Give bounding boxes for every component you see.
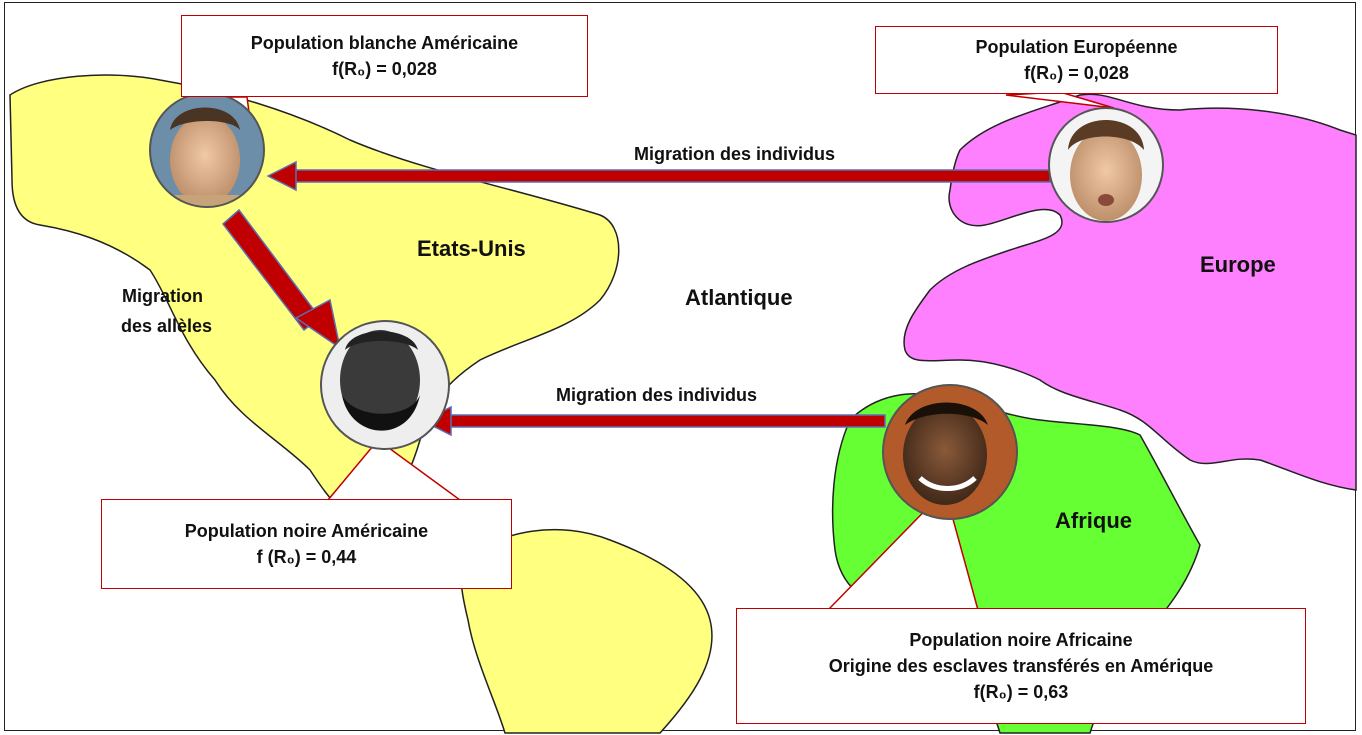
- callout-black-african: Population noire Africaine Origine des e…: [736, 608, 1306, 724]
- callout-black-african-value: f(R₀) = 0,63: [973, 682, 1069, 703]
- callout-european-value: f(R₀) = 0,028: [1024, 63, 1129, 83]
- callout-white-american-title: Population blanche Américaine: [250, 32, 519, 53]
- label-migration-europe: Migration des individus: [634, 144, 836, 164]
- arrow-africa-to-usa: [421, 405, 886, 437]
- avatar-black-african: [882, 384, 1018, 520]
- callout-black-american-title: Population noire Américaine: [184, 520, 429, 541]
- callout-white-american: Population blanche Américaine f(R₀) = 0,…: [181, 15, 588, 97]
- callout-european-title: Population Européenne: [975, 36, 1178, 57]
- label-europe: Europe: [1200, 252, 1276, 277]
- callout-black-african-title: Population noire Africaine: [909, 629, 1133, 650]
- label-migration-alleles-1: Migration: [122, 286, 203, 306]
- label-africa: Afrique: [1055, 508, 1132, 533]
- north-america-shape: [9, 74, 620, 523]
- callout-black-american-value: f (R₀) = 0,44: [256, 547, 357, 567]
- callout-black-american: Population noire Américaine f (R₀) = 0,4…: [101, 499, 512, 589]
- avatar-black-american: [320, 320, 450, 450]
- avatar-european: [1048, 107, 1164, 223]
- label-migration-alleles-2: des allèles: [121, 316, 213, 336]
- south-america-shape: [460, 528, 713, 734]
- label-migration-africa: Migration des individus: [556, 385, 758, 405]
- arrow-allele-migration: [221, 208, 342, 350]
- label-atlantic: Atlantique: [685, 285, 793, 310]
- label-usa: Etats-Unis: [417, 236, 526, 261]
- europe-shape: [903, 93, 1357, 491]
- callout-white-american-value: f(R₀) = 0,028: [332, 59, 437, 79]
- callout-european: Population Européenne f(R₀) = 0,028: [875, 26, 1278, 94]
- callout-black-african-subtitle: Origine des esclaves transférés en Améri…: [828, 655, 1214, 676]
